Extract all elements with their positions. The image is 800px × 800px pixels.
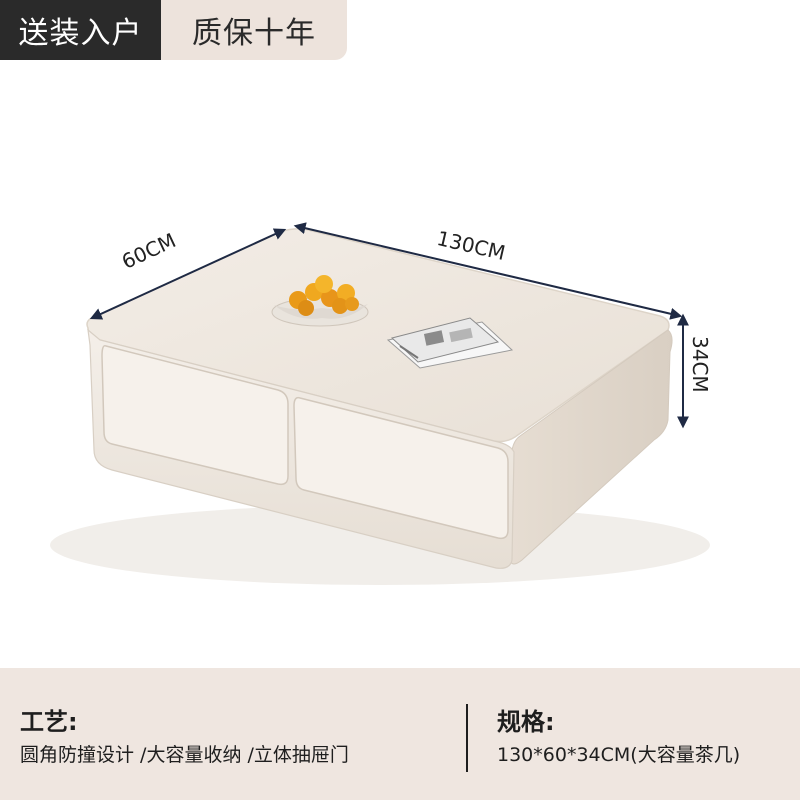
drawer-left — [101, 344, 289, 486]
spec-heading: 规格: — [497, 708, 555, 736]
craft-heading: 工艺: — [20, 708, 78, 736]
spec-footer: 工艺: 圆角防撞设计 /大容量收纳 /立体抽屉门 规格: 130*60*34CM… — [0, 668, 800, 800]
magazines — [386, 317, 514, 369]
craft-text: 圆角防撞设计 /大容量收纳 /立体抽屉门 — [20, 744, 349, 766]
table-side — [509, 329, 673, 565]
footer-divider — [466, 704, 468, 772]
height-label: 34CM — [688, 336, 712, 393]
delivery-badge: 送装入户 — [0, 0, 161, 60]
warranty-badge: 质保十年 — [161, 0, 347, 60]
spec-text: 130*60*34CM(大容量茶几) — [497, 744, 741, 766]
coffee-table-illustration — [50, 222, 710, 585]
top-badges: 送装入户 质保十年 — [0, 0, 347, 60]
width-arrow — [89, 228, 287, 320]
product-scene: 60CM 130CM 34CM — [50, 222, 712, 585]
drawer-right — [293, 396, 509, 540]
length-arrow — [293, 222, 683, 320]
